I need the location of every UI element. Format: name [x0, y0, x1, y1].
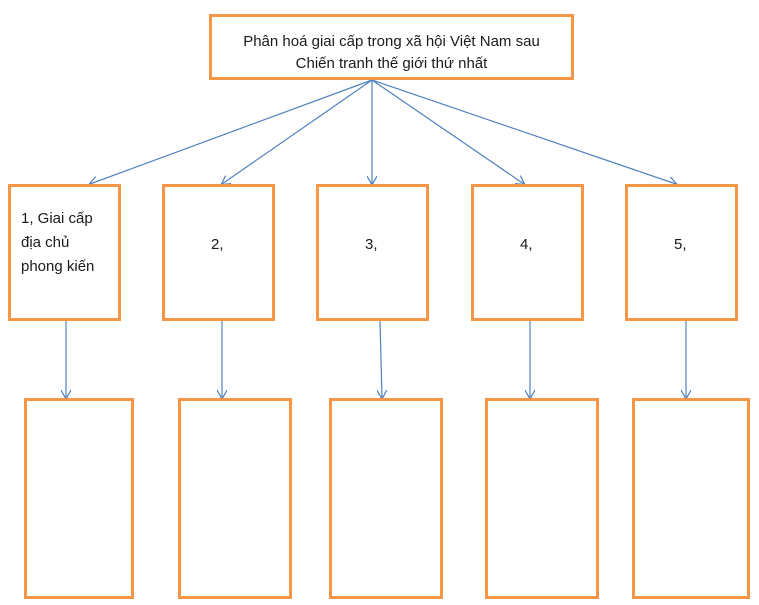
class-box-3: 3,: [316, 184, 429, 321]
detail-box-1[interactable]: [24, 398, 134, 599]
class-label-4: 4,: [520, 236, 533, 253]
class-box-1: 1, Giai cấp địa chủ phong kiến: [8, 184, 121, 321]
detail-box-3[interactable]: [329, 398, 443, 599]
detail-box-5[interactable]: [632, 398, 750, 599]
class-label-2: 2,: [211, 236, 224, 253]
arrow-root-to-class-1: [90, 79, 373, 184]
class-box-4: 4,: [471, 184, 584, 321]
class-box-5: 5,: [625, 184, 738, 321]
class-label-3: 3,: [365, 236, 378, 253]
arrow-root-to-class-4: [371, 79, 524, 184]
root-title: Phân hoá giai cấp trong xã hội Việt Nam …: [212, 31, 571, 75]
class-label-1: 1, Giai cấp địa chủ phong kiến: [21, 210, 95, 275]
root-title-line-2: Chiến tranh thế giới thứ nhất: [295, 55, 488, 72]
arrow-root-to-class-5: [371, 79, 676, 184]
root-title-line-1: Phân hoá giai cấp trong xã hội Việt Nam …: [243, 33, 540, 50]
class-box-2: 2,: [162, 184, 275, 321]
arrow-root-to-class-2: [222, 79, 373, 184]
arrow-class-3-to-detail: [380, 320, 382, 398]
class-label-5: 5,: [674, 236, 687, 253]
detail-box-2[interactable]: [178, 398, 292, 599]
root-box: Phân hoá giai cấp trong xã hội Việt Nam …: [209, 14, 574, 80]
detail-box-4[interactable]: [485, 398, 599, 599]
